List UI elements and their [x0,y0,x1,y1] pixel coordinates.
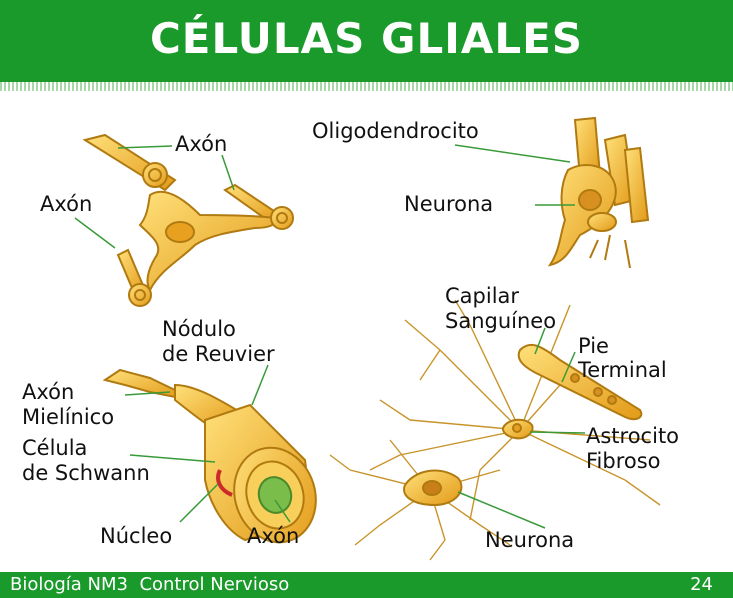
label-axon-top: Axón [175,132,228,156]
label-neurona-bottom: Neurona [485,528,575,552]
label-de-reuvier: de Reuvier [162,342,275,366]
diagram-drawing [74,116,661,561]
label-nodulo: Nódulo [162,317,236,341]
oligodendrocito-leaders [454,144,575,206]
label-terminal: Terminal [578,358,667,382]
label-sanguineo: Sanguíneo [445,309,557,333]
footer-bar: Biología NM3 Control Nervioso 24 [0,572,733,598]
glial-cells-diagram: Axón Axón Oligodendrocito Neurona Capila… [0,91,733,572]
footer-course: Biología NM3 Control Nervioso [10,574,290,595]
label-pie: Pie [578,334,609,358]
label-axon-left: Axón [40,192,93,216]
oligodendrocyte-leaders [74,145,235,249]
oligodendrocyte-cell [82,133,294,307]
footer-page-number: 24 [690,574,713,595]
label-fibroso: Fibroso [586,449,661,473]
label-axon-bottom: Axón [247,524,300,548]
label-neurona-top: Neurona [404,192,494,216]
label-axon-mielinico-2: Mielínico [22,405,115,429]
page-title: CÉLULAS GLIALES [149,14,584,63]
label-nucleo: Núcleo [100,524,173,548]
title-stripe [0,82,733,91]
title-bar: CÉLULAS GLIALES [0,0,733,82]
oligodendrocito-neuron [547,116,650,269]
label-oligodendrocito: Oligodendrocito [312,119,479,143]
astrocyte-cell [329,299,661,561]
schwann-leaders [124,364,291,523]
schwann-cell [102,368,317,544]
label-axon-mielinico-1: Axón [22,380,75,404]
label-de-schwann: de Schwann [22,461,150,485]
label-astrocito: Astrocito [586,424,680,448]
astrocyte-leaders [457,327,586,529]
label-celula: Célula [22,436,88,460]
label-capilar: Capilar [445,284,520,308]
